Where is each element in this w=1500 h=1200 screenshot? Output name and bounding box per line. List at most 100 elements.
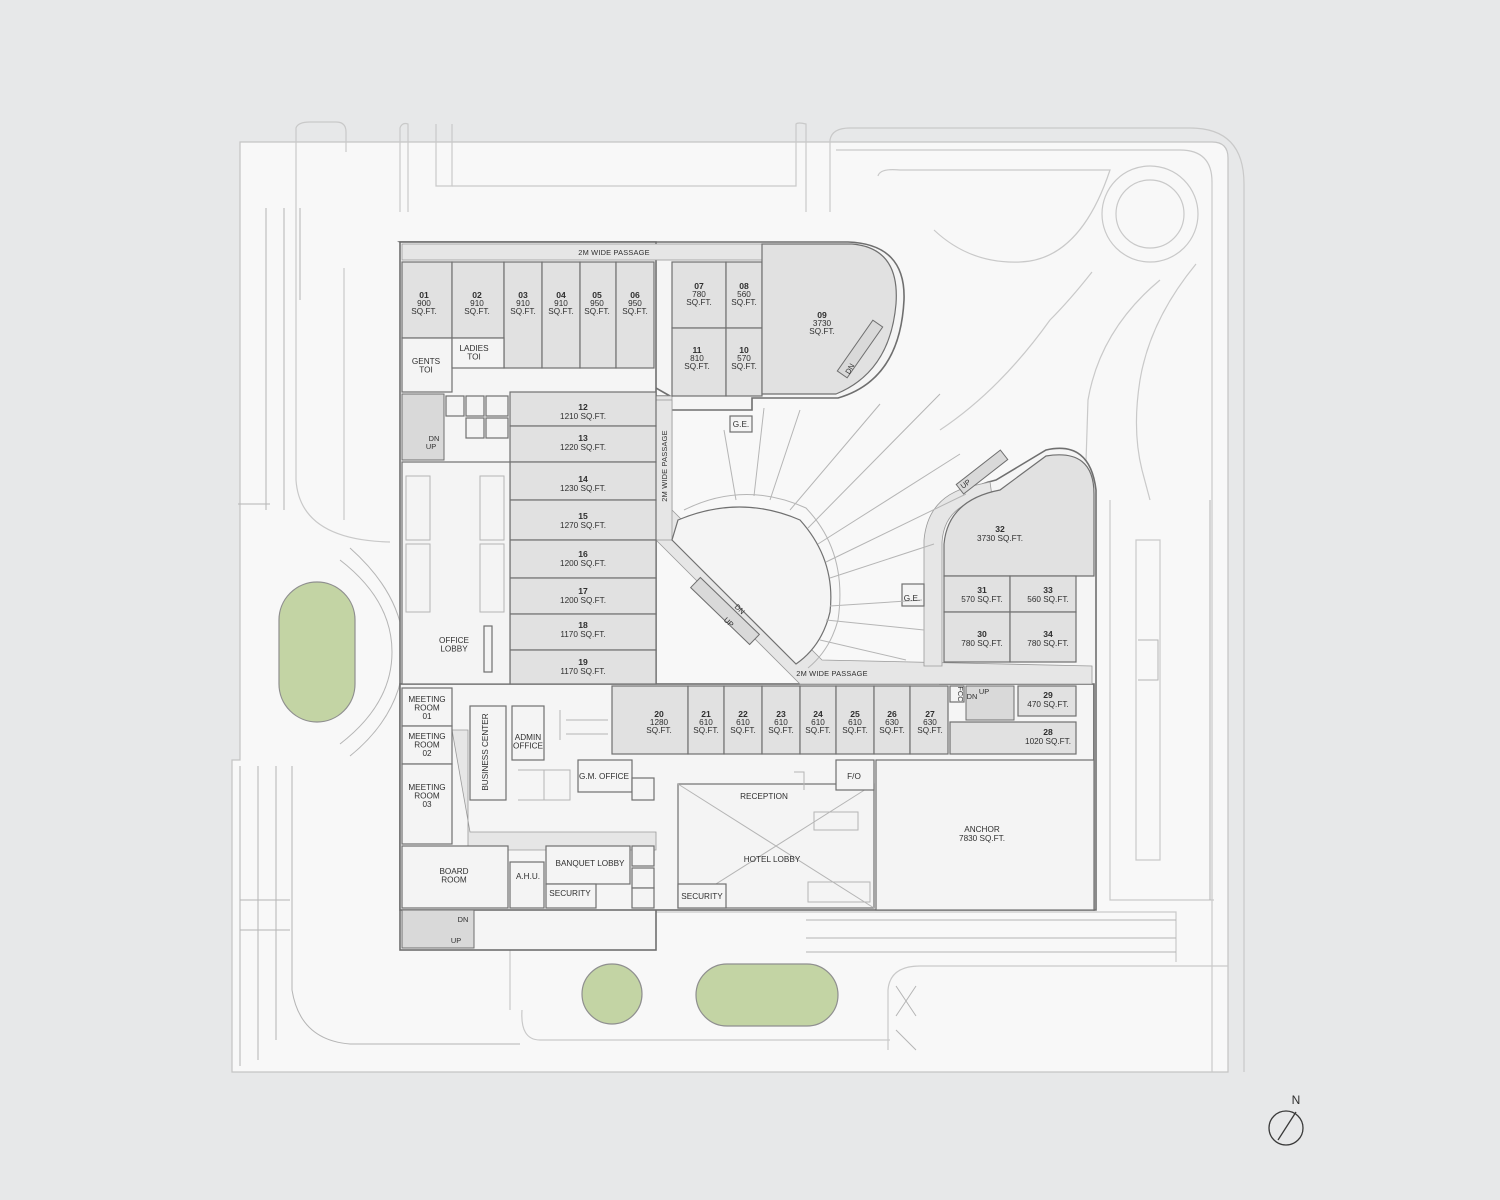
unit-11[interactable] — [671, 327, 727, 397]
unit-09[interactable] — [761, 243, 897, 395]
unit-08[interactable] — [725, 261, 763, 329]
unit-33[interactable] — [1009, 575, 1077, 613]
east-stair[interactable] — [965, 685, 1015, 721]
stair-label-dn-2: DN — [458, 915, 469, 924]
parking-west-bottom — [239, 766, 520, 1066]
unit-16[interactable] — [509, 539, 657, 579]
banquet-lobby[interactable] — [545, 845, 631, 885]
plan-labels: 01900SQ.FT.02910SQ.FT.03910SQ.FT.04910SQ… — [408, 281, 1071, 945]
unit-21-number: 21 — [701, 709, 711, 719]
room-ahu-label: A.H.U. — [516, 872, 540, 881]
lift-1 — [445, 395, 465, 417]
roundabout — [877, 165, 1199, 501]
unit-10[interactable] — [725, 327, 763, 397]
office-stair[interactable] — [401, 393, 445, 461]
unit-05[interactable] — [579, 261, 617, 369]
escalator-32[interactable] — [955, 449, 1009, 495]
unit-01[interactable] — [401, 261, 453, 339]
unit-26[interactable] — [873, 685, 911, 755]
fcc-room — [949, 685, 965, 703]
unit-04-area: 910 — [554, 299, 568, 308]
unit-15[interactable] — [509, 499, 657, 541]
unit-07[interactable] — [671, 261, 727, 329]
unit-03[interactable] — [503, 261, 543, 369]
unit-30-number: 30 — [977, 629, 987, 639]
central-escalator[interactable] — [689, 576, 761, 646]
toilet-partitions — [518, 710, 608, 801]
unit-17-area: 1200 SQ.FT. — [560, 596, 606, 605]
unit-27[interactable] — [909, 685, 949, 755]
north-arrow-label: N — [1292, 1093, 1301, 1107]
business-center[interactable] — [469, 705, 507, 801]
lift-4 — [465, 417, 485, 439]
unit-06[interactable] — [615, 261, 655, 369]
unit-04-unit: SQ.FT. — [548, 307, 573, 316]
lift-2 — [465, 395, 485, 417]
unit-24[interactable] — [799, 685, 837, 755]
stair-label-up-3: UP — [451, 936, 461, 945]
unit-27-unit: SQ.FT. — [917, 726, 942, 735]
unit-06-area: 950 — [628, 299, 642, 308]
room-gents-label-0: GENTS — [412, 357, 441, 366]
unit-19[interactable] — [509, 649, 657, 685]
unit-25-unit: SQ.FT. — [842, 726, 867, 735]
unit-24-number: 24 — [813, 709, 823, 719]
unit-31[interactable] — [943, 575, 1011, 613]
unit-20-number: 20 — [654, 709, 664, 719]
unit-28[interactable] — [949, 721, 1077, 755]
unit-15-area: 1270 SQ.FT. — [560, 521, 606, 530]
admin-office[interactable] — [511, 705, 545, 761]
road-south-lines — [806, 919, 1176, 953]
unit-13-number: 13 — [578, 433, 588, 443]
unit-02-unit: SQ.FT. — [464, 307, 489, 316]
road-north-4 — [452, 122, 807, 212]
unit-08-area: 560 — [737, 290, 751, 299]
unit-30[interactable] — [943, 611, 1011, 663]
office-core — [401, 393, 511, 685]
stair-label-up-4: UP — [979, 687, 989, 696]
courtyard — [671, 393, 967, 669]
unit-14-area: 1230 SQ.FT. — [560, 484, 606, 493]
unit-17-number: 17 — [578, 586, 588, 596]
unit-23[interactable] — [761, 685, 801, 755]
ladies-toilet — [451, 337, 505, 369]
unit-32[interactable] — [943, 454, 1095, 577]
room-meeting2-label-1: ROOM — [414, 741, 440, 750]
anchor-area: 7830 SQ.FT. — [959, 834, 1005, 843]
gm-office[interactable] — [577, 759, 633, 793]
unit-12[interactable] — [509, 391, 657, 427]
unit-24-area: 610 — [811, 718, 825, 727]
unit-05-number: 05 — [592, 290, 602, 300]
unit-08-number: 08 — [739, 281, 749, 291]
room-security1-label: SECURITY — [549, 889, 591, 898]
unit-14-number: 14 — [578, 474, 588, 484]
meeting-room-03[interactable] — [401, 763, 453, 845]
unit-13-area: 1220 SQ.FT. — [560, 443, 606, 452]
courtyard-radial-lines — [723, 393, 967, 661]
south-stair[interactable] — [401, 909, 475, 949]
unit-21[interactable] — [687, 685, 725, 755]
lift-9 — [631, 887, 655, 909]
unit-25-area: 610 — [848, 718, 862, 727]
room-ge2-label: G.E. — [904, 594, 920, 603]
unit-25[interactable] — [835, 685, 875, 755]
hotel-furniture — [794, 771, 871, 903]
ahu-room — [509, 861, 545, 909]
unit-29[interactable] — [1017, 685, 1077, 717]
escalator-09[interactable] — [836, 319, 884, 379]
meeting-room-01[interactable] — [401, 687, 453, 727]
unit-04[interactable] — [541, 261, 581, 369]
road-east-lines — [1138, 500, 1211, 900]
room-meeting1-label-2: 01 — [422, 712, 432, 721]
unit-22-number: 22 — [738, 709, 748, 719]
lift-3 — [485, 395, 509, 417]
unit-34[interactable] — [1009, 611, 1077, 663]
unit-11-area: 810 — [690, 354, 704, 363]
anchor-store[interactable] — [875, 759, 1095, 911]
unit-20[interactable] — [611, 685, 689, 755]
board-room[interactable] — [401, 845, 509, 909]
security-room-2 — [677, 883, 727, 909]
unit-03-unit: SQ.FT. — [510, 307, 535, 316]
unit-30-area: 780 SQ.FT. — [961, 639, 1002, 648]
unit-12-number: 12 — [578, 402, 588, 412]
